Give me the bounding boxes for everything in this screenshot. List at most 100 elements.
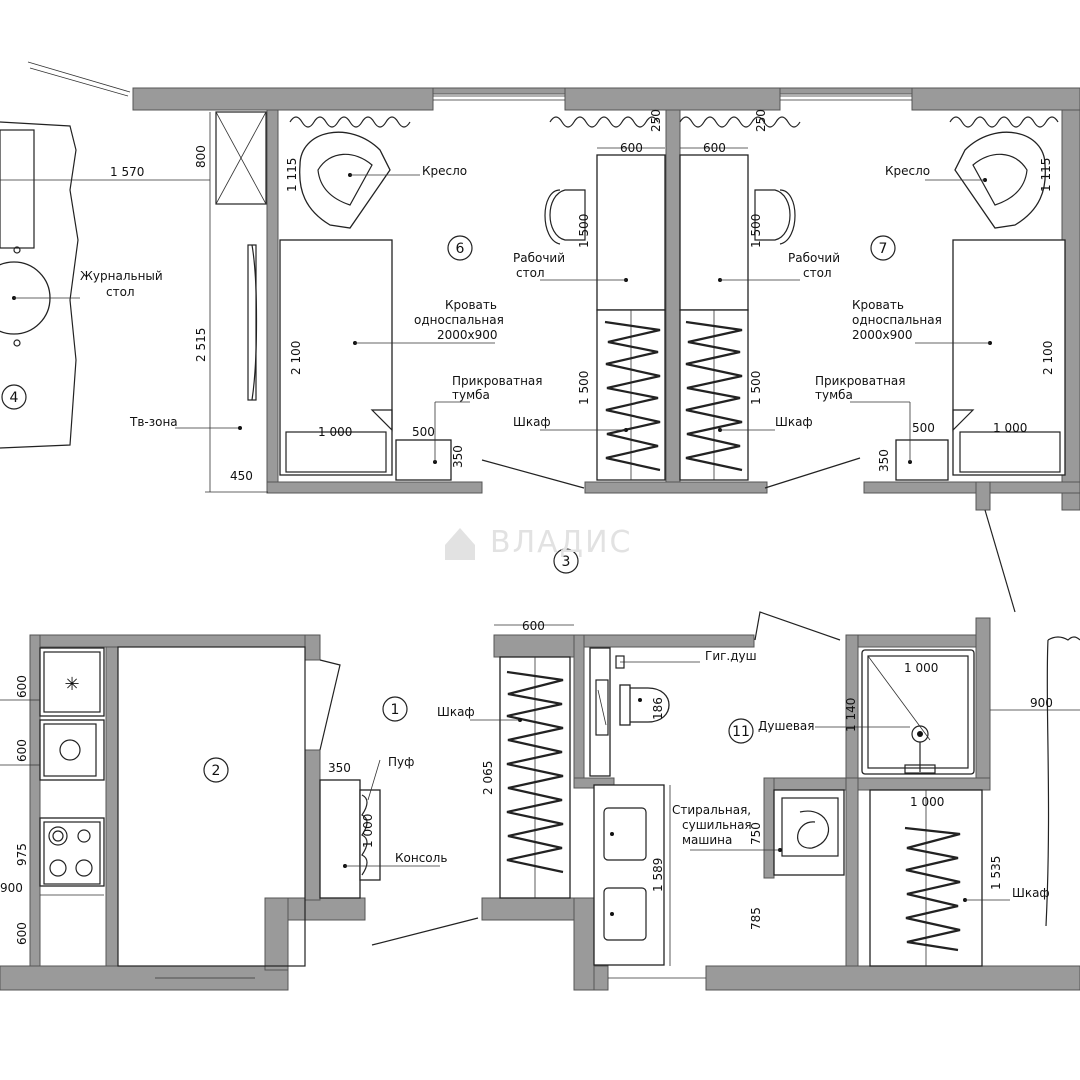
bathroom bbox=[589, 611, 1080, 967]
watermark: ВЛАДИС bbox=[445, 525, 633, 560]
dim-450: 450 bbox=[230, 469, 253, 483]
label-armchair-left: Кресло bbox=[422, 164, 467, 178]
dim-600-kitchen-3: 600 bbox=[15, 922, 29, 945]
label-bed-right-1: Кровать bbox=[852, 298, 904, 312]
bed-right bbox=[952, 239, 1066, 476]
label-washer-1: Стиральная, bbox=[672, 803, 751, 817]
dim-350-left: 350 bbox=[451, 445, 465, 468]
dim-600-desk-right: 600 bbox=[703, 141, 726, 155]
wardrobe-hall bbox=[499, 656, 571, 899]
label-pouf: Пуф bbox=[388, 755, 414, 769]
room-number-3: 3 bbox=[562, 554, 571, 570]
dim-1115-right: 1 115 bbox=[1039, 158, 1053, 192]
label-bed-right-3: 2000х900 bbox=[852, 328, 913, 342]
dim-500-left: 500 bbox=[412, 425, 435, 439]
label-console: Консоль bbox=[395, 851, 447, 865]
dim-1000-shower: 1 000 bbox=[904, 661, 938, 675]
dim-975: 975 bbox=[15, 843, 29, 866]
dim-600-hall: 600 bbox=[522, 619, 545, 633]
label-washer-3: машина bbox=[682, 833, 732, 847]
dim-250-right: 250 bbox=[754, 109, 768, 132]
dim-750: 750 bbox=[749, 822, 763, 845]
hall bbox=[319, 624, 574, 946]
dim-250-left: 250 bbox=[649, 109, 663, 132]
room-number-6: 6 bbox=[456, 241, 465, 257]
dim-785: 785 bbox=[749, 907, 763, 930]
label-bed-left-1: Кровать bbox=[445, 298, 497, 312]
room-number-4: 4 bbox=[10, 390, 19, 406]
label-wardrobe-bath: Шкаф bbox=[1012, 886, 1050, 900]
label-wardrobe-left: Шкаф bbox=[513, 415, 551, 429]
label-desk-right-2: стол bbox=[803, 266, 832, 280]
dim-1000-wardrobe-bath: 1 000 bbox=[910, 795, 944, 809]
label-nightstand-left-1: Прикроватная bbox=[452, 374, 542, 388]
dim-2100-right: 2 100 bbox=[1041, 341, 1055, 375]
desk-right bbox=[679, 147, 796, 311]
label-hygienic-shower: Гиг.душ bbox=[705, 649, 757, 663]
room-number-7: 7 bbox=[879, 241, 888, 257]
dim-600-kitchen-1: 600 bbox=[15, 675, 29, 698]
wardrobe-left bbox=[596, 309, 666, 481]
dim-1500-wardrobe-right: 1 500 bbox=[749, 371, 763, 405]
snowflake-icon: ✳ bbox=[64, 674, 79, 695]
dim-800: 800 bbox=[194, 145, 208, 168]
label-bed-left-2: односпальная bbox=[414, 313, 504, 327]
room-number-2: 2 bbox=[212, 763, 221, 779]
dim-1000-pouf: 1 000 bbox=[361, 814, 375, 848]
bedroom-7 bbox=[679, 116, 1066, 613]
dim-1535: 1 535 bbox=[989, 856, 1003, 890]
label-desk-right-1: Рабочий bbox=[788, 251, 840, 265]
label-bed-right-2: односпальная bbox=[852, 313, 942, 327]
dim-600-desk-left: 600 bbox=[620, 141, 643, 155]
bed-left bbox=[279, 239, 393, 476]
label-armchair-right: Кресло bbox=[885, 164, 930, 178]
label-coffee-table-1: Журнальный bbox=[80, 269, 163, 283]
label-coffee-table-2: стол bbox=[106, 285, 135, 299]
desk-left bbox=[544, 147, 666, 311]
dim-1000-bed-left: 1 000 bbox=[318, 425, 352, 439]
flame-icon bbox=[59, 739, 81, 761]
label-desk-left-2: стол bbox=[516, 266, 545, 280]
windows bbox=[27, 61, 912, 979]
dim-900-kitchen: 900 bbox=[0, 881, 23, 895]
room-number-11: 11 bbox=[732, 724, 750, 740]
dimensions: 1 570 800 2 515 450 1 115 1 115 600 600 … bbox=[0, 109, 1055, 945]
dim-186: 186 bbox=[651, 697, 665, 720]
dim-1140: 1 140 bbox=[844, 698, 858, 732]
label-wardrobe-hall: Шкаф bbox=[437, 705, 475, 719]
dim-1589: 1 589 bbox=[651, 858, 665, 892]
dim-1000-bed-right: 1 000 bbox=[993, 421, 1027, 435]
dim-600-kitchen-2: 600 bbox=[15, 739, 29, 762]
dim-1115-left: 1 115 bbox=[285, 158, 299, 192]
label-nightstand-right-1: Прикроватная bbox=[815, 374, 905, 388]
dim-1500-wardrobe-left: 1 500 bbox=[577, 371, 591, 405]
label-bed-left-3: 2000х900 bbox=[437, 328, 498, 342]
dim-900-right: 900 bbox=[1030, 696, 1053, 710]
label-tv-zone: Тв-зона bbox=[129, 415, 178, 429]
nightstand-left bbox=[395, 439, 452, 481]
room-numbers: 6 7 4 3 1 2 11 bbox=[1, 235, 896, 783]
dim-1570: 1 570 bbox=[110, 165, 144, 179]
dim-2100-left: 2 100 bbox=[289, 341, 303, 375]
living-room bbox=[0, 111, 268, 493]
dim-1500-desk-left: 1 500 bbox=[577, 214, 591, 248]
label-nightstand-left-2: тумба bbox=[452, 388, 490, 402]
dim-500-right: 500 bbox=[912, 421, 935, 435]
room-number-1: 1 bbox=[391, 702, 400, 718]
label-washer-2: сушильная bbox=[682, 818, 752, 832]
wardrobe-right bbox=[679, 309, 749, 481]
nightstand-right bbox=[895, 439, 949, 481]
label-nightstand-right-2: тумба bbox=[815, 388, 853, 402]
wardrobe-bath bbox=[869, 789, 983, 967]
dim-350-right: 350 bbox=[877, 449, 891, 472]
dim-2515: 2 515 bbox=[194, 328, 208, 362]
armchair-right bbox=[954, 131, 1046, 229]
labels: Кресло Кресло Журнальный стол Рабочий ст… bbox=[80, 164, 1050, 900]
label-shower: Душевая bbox=[758, 719, 814, 733]
watermark-text: ВЛАДИС bbox=[490, 525, 633, 560]
bedroom-6 bbox=[279, 116, 666, 489]
label-desk-left-1: Рабочий bbox=[513, 251, 565, 265]
dim-2065: 2 065 bbox=[481, 761, 495, 795]
dim-350-pouf: 350 bbox=[328, 761, 351, 775]
